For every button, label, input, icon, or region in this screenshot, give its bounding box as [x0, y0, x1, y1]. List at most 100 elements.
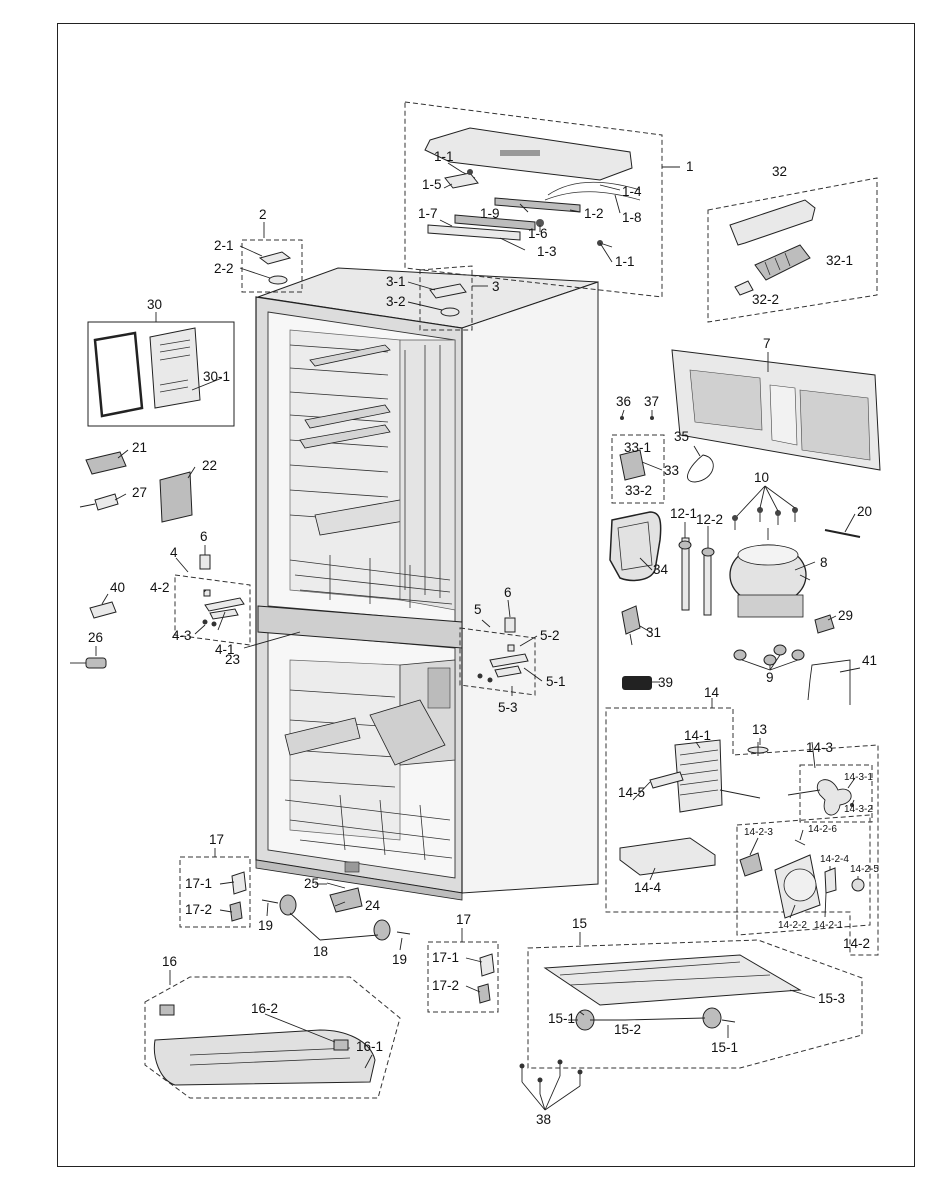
label-17-2-right: 17-2 [432, 978, 459, 993]
label-14-3-2: 14-3-2 [844, 804, 873, 815]
label-14-2-2: 14-2-2 [778, 920, 807, 931]
label-14: 14 [704, 685, 720, 700]
label-6-right: 6 [504, 585, 512, 600]
label-8: 8 [820, 555, 828, 570]
label-23: 23 [225, 652, 240, 667]
left-small-parts [70, 451, 516, 669]
label-14-5: 14-5 [618, 785, 645, 800]
part-14-group [605, 707, 879, 956]
label-14-2-6: 14-2-6 [808, 824, 837, 835]
label-1-5: 1-5 [422, 177, 442, 192]
label-26: 26 [88, 630, 103, 645]
label-10: 10 [754, 470, 769, 485]
label-2: 2 [259, 207, 267, 222]
label-12-1: 12-1 [670, 506, 697, 521]
parts-34-35-31-39 [609, 454, 714, 690]
label-24: 24 [365, 898, 381, 913]
label-33: 33 [664, 463, 679, 478]
label-29: 29 [838, 608, 853, 623]
label-38: 38 [536, 1112, 551, 1127]
label-22: 22 [202, 458, 217, 473]
label-15-2: 15-2 [614, 1022, 641, 1037]
part-16-group [144, 976, 401, 1099]
label-14-2-5: 14-2-5 [850, 864, 879, 875]
part-8-compressor [729, 528, 811, 618]
label-4-1: 4-1 [215, 642, 235, 657]
part-3-group [419, 265, 473, 331]
label-14-2-3: 14-2-3 [744, 827, 773, 838]
label-4-2: 4-2 [150, 580, 170, 595]
callout-labels: 1 1-1 1-1 1-2 1-3 1-4 1-5 1-6 1-7 1-8 1-… [88, 149, 879, 1127]
label-14-2-1: 14-2-1 [814, 920, 843, 931]
label-6-left: 6 [200, 529, 208, 544]
label-14-2-4: 14-2-4 [820, 854, 849, 865]
label-33-1: 33-1 [624, 440, 651, 455]
label-18: 18 [313, 944, 328, 959]
label-1-1: 1-1 [434, 149, 454, 164]
label-15-3: 15-3 [818, 991, 845, 1006]
label-25: 25 [304, 876, 319, 891]
leader-lines [95, 162, 861, 1111]
part-32-group [707, 177, 878, 323]
label-32-2: 32-2 [752, 292, 779, 307]
refrigerator-cabinet [255, 267, 599, 901]
label-17-right: 17 [456, 912, 471, 927]
part-7-panel [671, 349, 881, 471]
label-12-2: 12-2 [696, 512, 723, 527]
label-1-1: 1-1 [615, 254, 635, 269]
label-14-3: 14-3 [806, 740, 833, 755]
diagram-frame [57, 23, 915, 1167]
label-17-2-left: 17-2 [185, 902, 212, 917]
label-3: 3 [492, 279, 500, 294]
label-15-1: 15-1 [711, 1040, 738, 1055]
label-20: 20 [857, 504, 872, 519]
part-30-group [87, 321, 235, 427]
label-32: 32 [772, 164, 787, 179]
label-9: 9 [766, 670, 774, 685]
label-3-1: 3-1 [386, 274, 406, 289]
label-32-1: 32-1 [826, 253, 853, 268]
part-9-10-fasteners [732, 507, 805, 666]
label-35: 35 [674, 429, 689, 444]
label-31: 31 [646, 625, 661, 640]
part-33-group [611, 416, 665, 504]
label-1-3: 1-3 [537, 244, 557, 259]
label-14-1: 14-1 [684, 728, 711, 743]
part-5-group [459, 627, 536, 696]
part-12-tubes [678, 537, 715, 616]
label-14-3-1: 14-3-1 [844, 772, 873, 783]
label-39: 39 [658, 675, 673, 690]
parts-20-29-41 [807, 529, 861, 705]
label-1-8: 1-8 [622, 210, 642, 225]
label-1: 1 [686, 159, 694, 174]
label-5: 5 [474, 602, 482, 617]
label-5-1: 5-1 [546, 674, 566, 689]
label-1-6: 1-6 [528, 226, 548, 241]
label-7: 7 [763, 336, 771, 351]
label-1-9: 1-9 [480, 206, 500, 221]
label-21: 21 [132, 440, 147, 455]
label-3-2: 3-2 [386, 294, 406, 309]
label-17-1-right: 17-1 [432, 950, 459, 965]
label-17-left: 17 [209, 832, 224, 847]
part-2-group [241, 239, 303, 293]
label-27: 27 [132, 485, 147, 500]
label-2-2: 2-2 [214, 261, 234, 276]
label-17-1-left: 17-1 [185, 876, 212, 891]
label-14-4: 14-4 [634, 880, 662, 895]
label-16-1: 16-1 [356, 1039, 383, 1054]
label-15: 15 [572, 916, 587, 931]
label-13: 13 [752, 722, 767, 737]
label-16-2: 16-2 [251, 1001, 278, 1016]
part-17-groups [179, 856, 499, 1013]
label-4: 4 [170, 545, 178, 560]
label-2-1: 2-1 [214, 238, 234, 253]
part-38-screws [519, 1059, 583, 1094]
label-1-4: 1-4 [622, 184, 642, 199]
label-40: 40 [110, 580, 125, 595]
label-36: 36 [616, 394, 631, 409]
label-37: 37 [644, 394, 659, 409]
part-15-group [527, 939, 863, 1069]
label-4-3: 4-3 [172, 628, 192, 643]
